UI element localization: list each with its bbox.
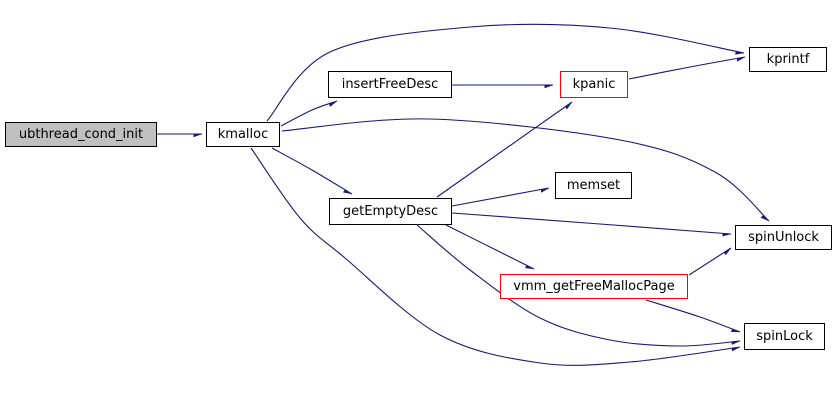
node-label: getEmptyDesc [342, 204, 439, 219]
node-label: spinUnlock [748, 230, 819, 245]
node-insertFreeDesc[interactable]: insertFreeDesc [328, 71, 452, 98]
edge-vmm_getFreeMallocPage-to-spinLock [645, 299, 740, 333]
node-kpanic[interactable]: kpanic [560, 71, 628, 98]
edge-kmalloc-to-getEmptyDesc [271, 147, 352, 195]
edge-kpanic-to-kprintf [628, 56, 745, 80]
edge-getEmptyDesc-to-spinLock [416, 224, 740, 347]
node-vmm_getFreeMallocPage[interactable]: vmm_getFreeMallocPage [500, 274, 688, 299]
node-spinLock[interactable]: spinLock [744, 323, 825, 350]
edge-vmm_getFreeMallocPage-to-spinUnlock [688, 247, 731, 276]
node-label: insertFreeDesc [341, 77, 439, 92]
node-label: ubthread_cond_init [18, 127, 144, 142]
node-label: kmalloc [217, 127, 269, 142]
edge-getEmptyDesc-to-kpanic [436, 101, 572, 198]
edge-getEmptyDesc-to-memset [451, 187, 549, 207]
node-getEmptyDesc[interactable]: getEmptyDesc [329, 198, 452, 225]
node-ubthread_cond_init: ubthread_cond_init [5, 122, 157, 147]
edge-getEmptyDesc-to-vmm_getFreeMallocPage [445, 224, 534, 270]
node-memset[interactable]: memset [555, 172, 632, 199]
node-label: vmm_getFreeMallocPage [513, 279, 675, 294]
node-label: kprintf [766, 52, 810, 67]
edge-kmalloc-to-kprintf [266, 23, 744, 122]
node-label: spinLock [756, 329, 813, 344]
edge-getEmptyDesc-to-spinUnlock [451, 212, 731, 234]
node-kprintf[interactable]: kprintf [749, 47, 827, 72]
node-label: kpanic [572, 77, 616, 92]
edge-kmalloc-to-spinUnlock [281, 118, 769, 222]
node-kmalloc[interactable]: kmalloc [206, 122, 280, 147]
edge-kmalloc-to-spinLock [250, 147, 740, 366]
node-spinUnlock[interactable]: spinUnlock [735, 225, 832, 250]
edge-kmalloc-to-insertFreeDesc [280, 100, 337, 127]
node-label: memset [566, 178, 621, 193]
